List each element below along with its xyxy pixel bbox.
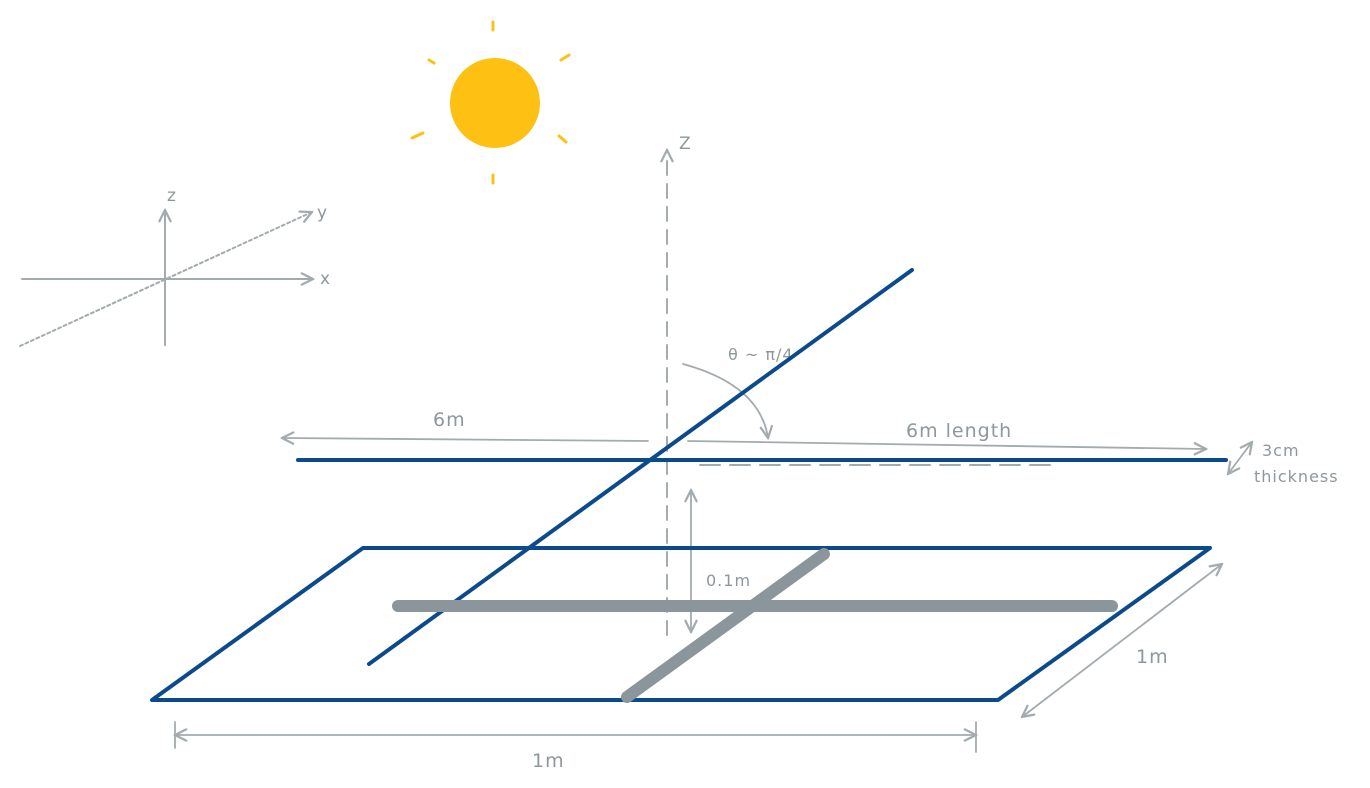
small-y-label: y	[317, 203, 327, 223]
right-length-arrow	[687, 440, 1206, 449]
sun-disc	[450, 58, 540, 148]
height-label: 0.1m	[706, 571, 751, 590]
small-z-label: z	[167, 186, 176, 206]
plate-width-label: 1m	[532, 750, 565, 772]
diagonal-blue-rod	[367, 268, 914, 666]
plate-depth-arrow	[1022, 564, 1222, 717]
main-z-label: Z	[679, 134, 691, 154]
left-length-arrow	[282, 438, 649, 441]
small-axes: z y x	[19, 186, 330, 347]
small-y-axis	[19, 212, 312, 347]
thickness-word: thickness	[1254, 467, 1339, 486]
thickness-value: 3cm	[1262, 441, 1300, 460]
small-x-label: x	[320, 269, 330, 289]
sun-icon	[410, 20, 571, 185]
right-length-label: 6m length	[906, 420, 1012, 442]
length-dimensions: 6m 6m length	[282, 409, 1206, 449]
plate-depth-label: 1m	[1136, 646, 1169, 668]
sun-ray	[427, 58, 436, 65]
plate-depth-dimension: 1m	[1022, 564, 1222, 717]
main-z-axis: Z	[667, 134, 691, 636]
blue-plate	[150, 546, 1212, 702]
sun-ray	[410, 131, 425, 140]
thickness-annotation: 3cm thickness	[1228, 441, 1339, 486]
angle-label: θ ~ π/4	[728, 345, 794, 364]
sun-ray	[557, 134, 568, 144]
left-length-label: 6m	[433, 409, 466, 431]
thickness-arrow	[1228, 442, 1252, 474]
sun-ray	[559, 53, 571, 62]
plate-width-dimension: 1m	[175, 721, 976, 772]
gray-diagonal-rod	[621, 548, 830, 703]
